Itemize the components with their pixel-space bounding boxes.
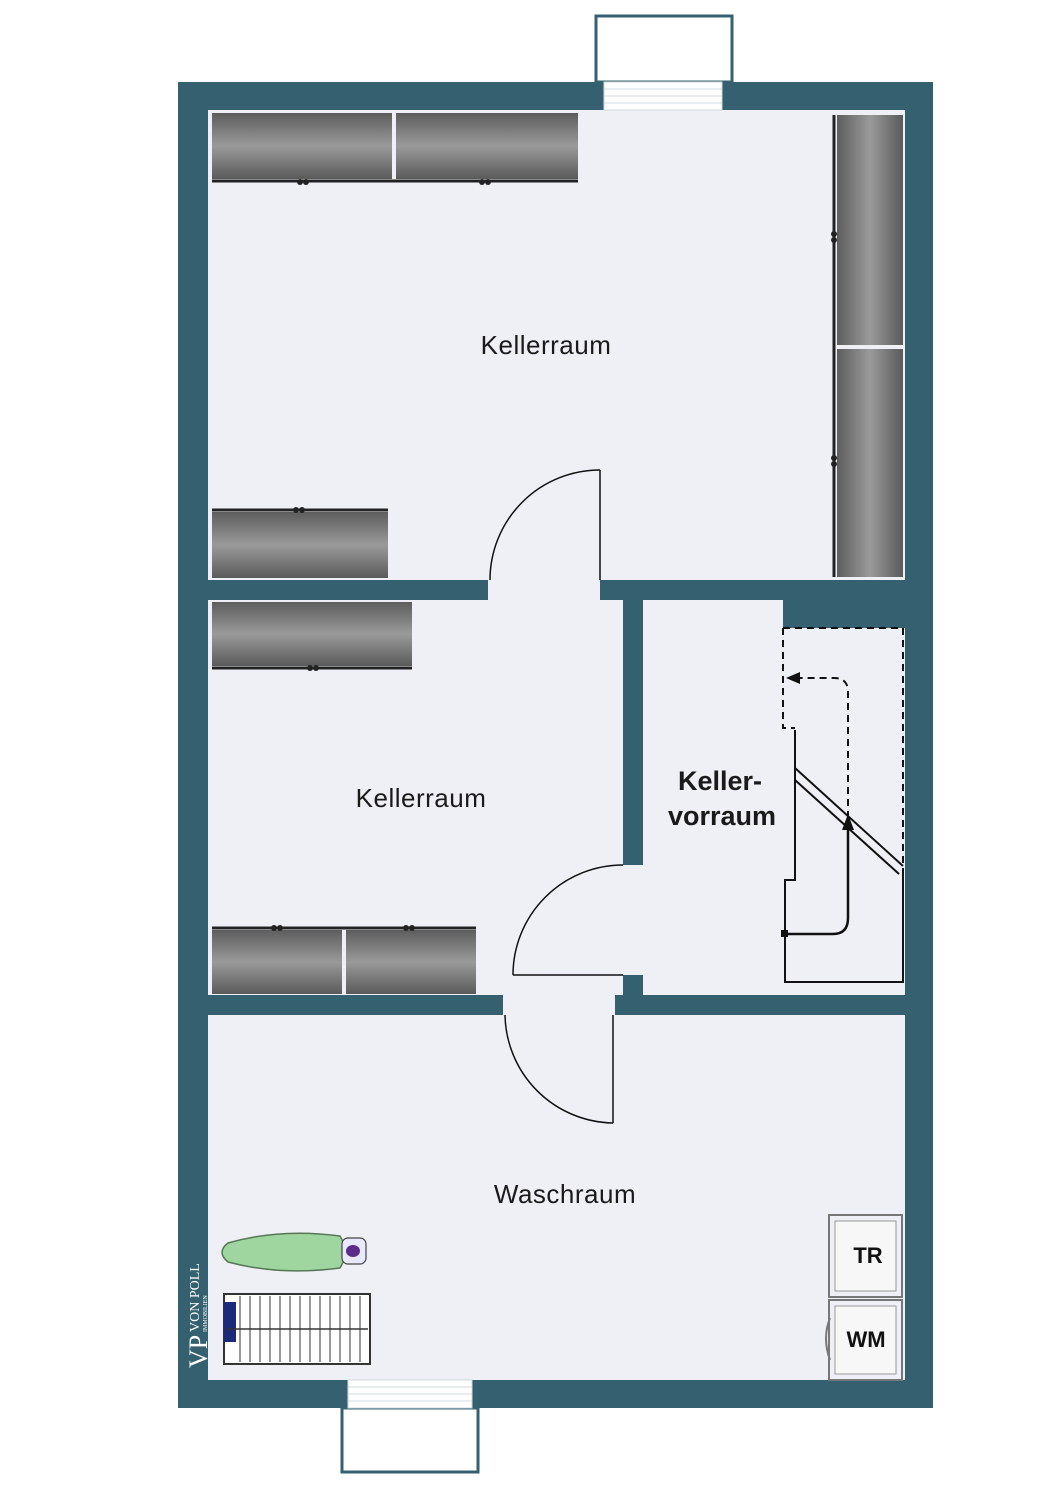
room-label-top: Kellerraum <box>481 330 612 360</box>
staircase-icon <box>781 627 904 983</box>
shelf-top-left <box>212 113 578 185</box>
shelf-middle-bottom <box>212 925 476 994</box>
logo-sub: IMMOBILIEN <box>203 1295 209 1332</box>
dryer: TR <box>828 1214 903 1298</box>
room-top-floor <box>208 110 905 580</box>
room-label-vorraum-line1: Keller- <box>678 766 762 796</box>
logo-name: VON POLL <box>188 1263 203 1332</box>
washer-label: WM <box>846 1327 885 1352</box>
shelf-top-right <box>831 115 903 577</box>
shelf-top-bottom-left <box>212 507 388 578</box>
ironing-board-icon <box>221 1232 367 1272</box>
room-label-vorraum-line2: vorraum <box>668 801 776 831</box>
window-bottom <box>340 1379 480 1474</box>
room-vorraum-floor <box>643 600 783 995</box>
room-label-bottom: Waschraum <box>494 1179 636 1209</box>
dryer-label: TR <box>853 1243 882 1268</box>
window-top <box>594 14 734 111</box>
door-gap-middle <box>621 865 645 975</box>
shelf-middle-top <box>212 602 412 671</box>
door-swing-icon <box>489 469 601 581</box>
washer: WM <box>825 1299 903 1381</box>
door-swing-icon <box>512 864 624 976</box>
brand-logo: VP VON POLL IMMOBILIEN <box>184 1263 213 1368</box>
door-gap-bottom <box>503 993 615 1017</box>
room-label-middle: Kellerraum <box>356 783 487 813</box>
drying-rack-icon <box>223 1293 371 1365</box>
door-gap-top <box>488 578 600 602</box>
logo-mark: VP <box>184 1335 213 1368</box>
door-swing-icon <box>504 1014 614 1124</box>
